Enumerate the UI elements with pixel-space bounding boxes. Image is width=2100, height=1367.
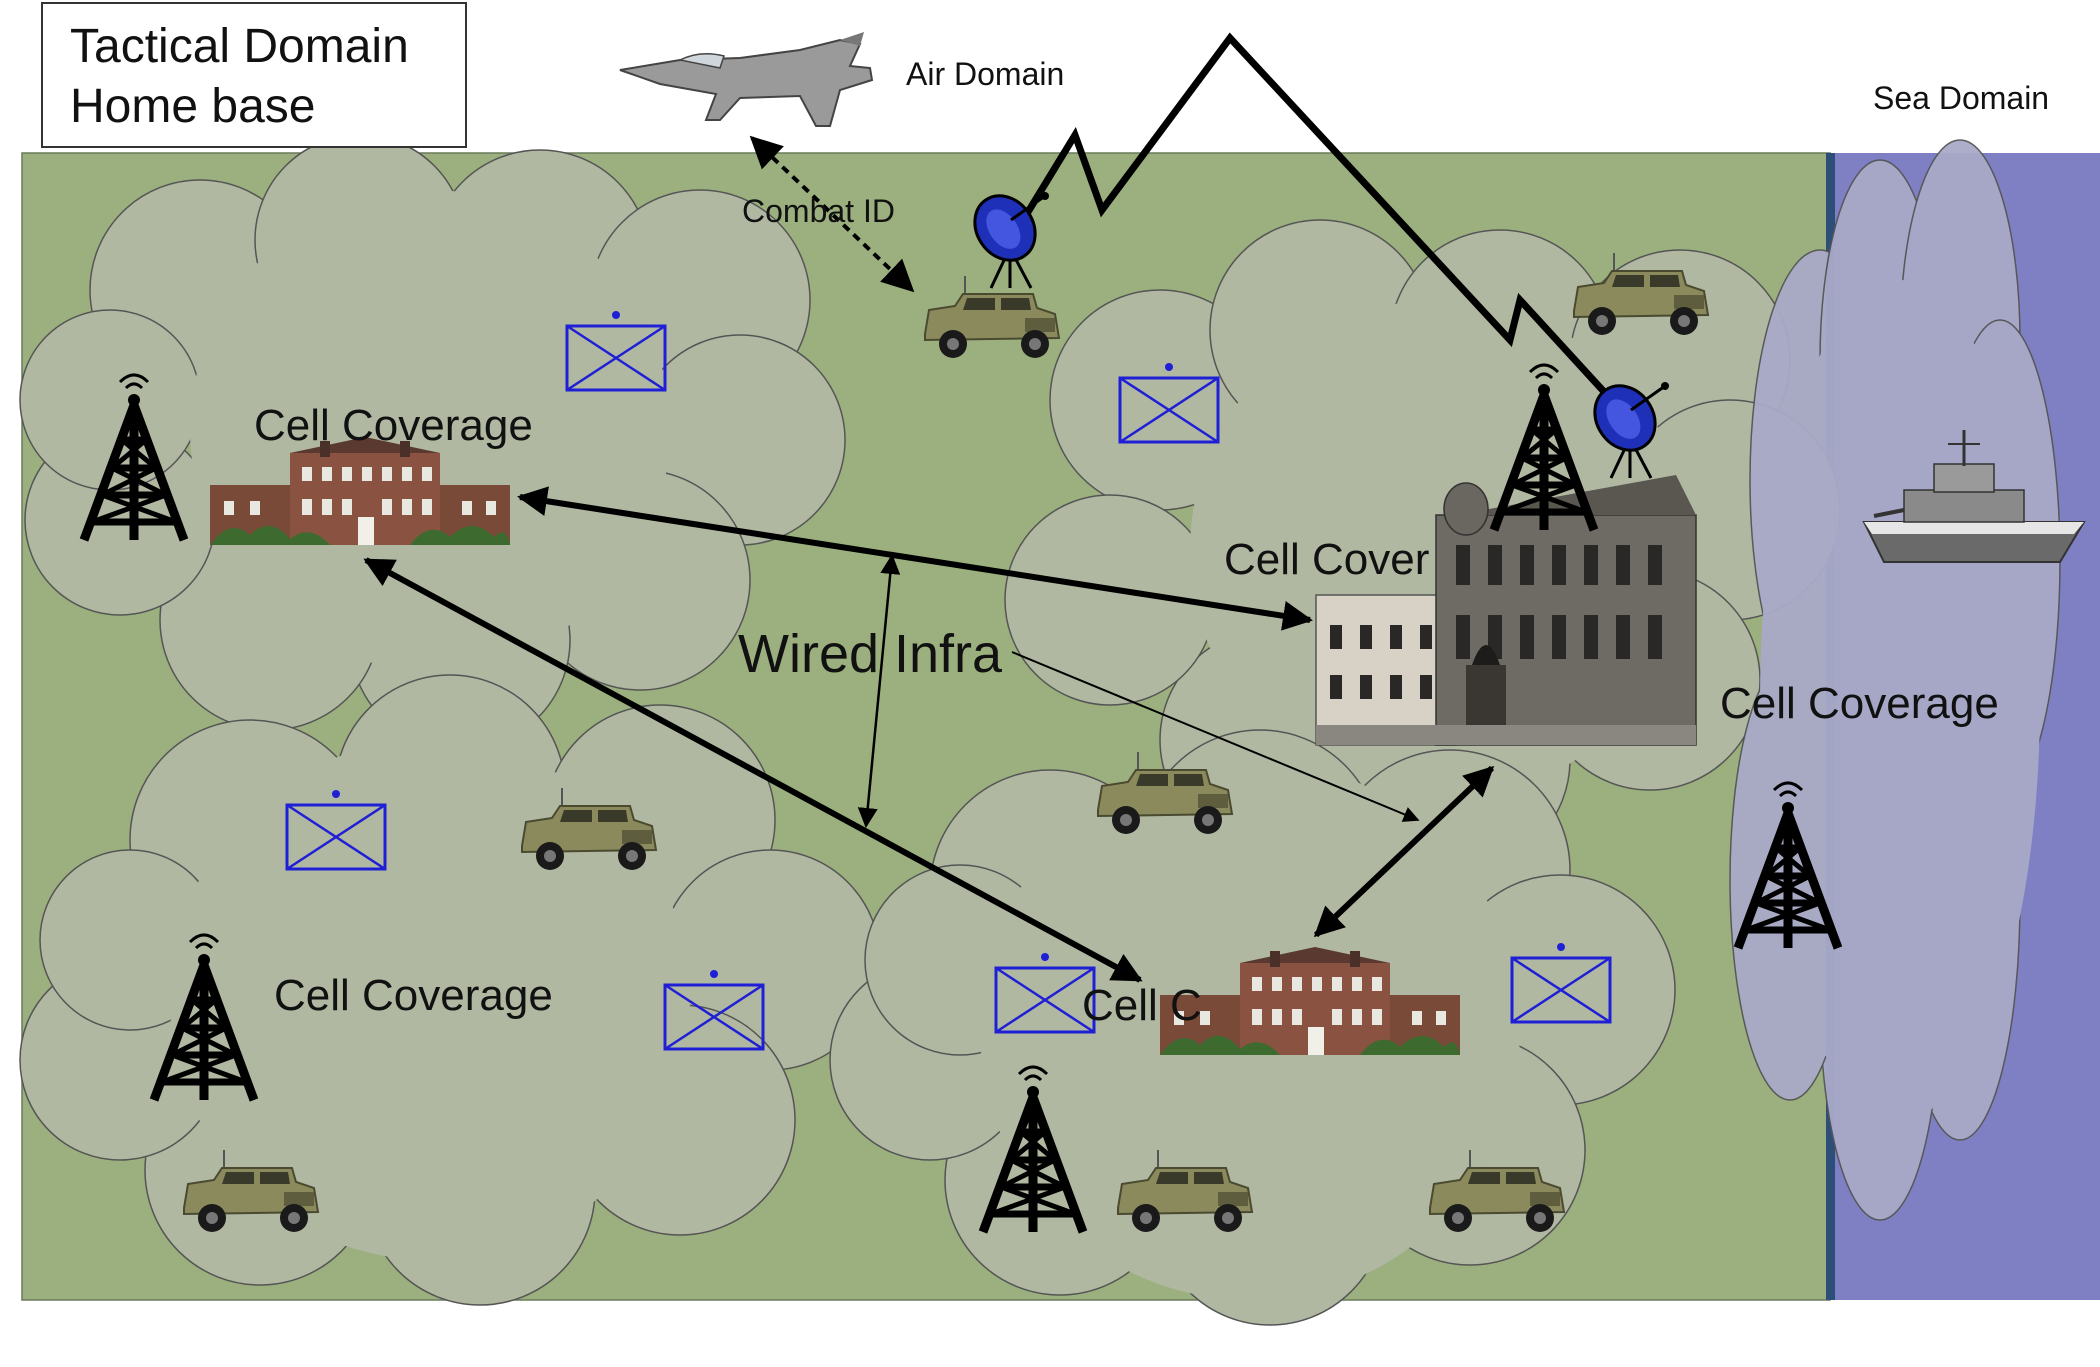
wired-infra-arrow <box>857 554 901 828</box>
title-line-1: Tactical Domain <box>70 20 409 73</box>
cell-coverage-label-5: Cell Coverage <box>1720 679 1999 728</box>
combat-id-link <box>749 135 915 293</box>
air-domain-label: Air Domain <box>906 56 1064 92</box>
satellite-link <box>1025 32 1610 398</box>
warship-icon <box>1862 430 2086 563</box>
title-line-2: Home base <box>70 80 315 133</box>
cell-coverage-label-1: Cell Coverage <box>254 401 533 450</box>
arrow-hq3-hq2 <box>1313 765 1495 938</box>
headquarters-building-icon-3 <box>1315 475 1697 746</box>
arrow-hq1-hq3 <box>517 486 1313 631</box>
sea-domain-label: Sea Domain <box>1873 80 2049 116</box>
combat-id-label: Combat ID <box>742 193 895 229</box>
title-box <box>41 2 467 148</box>
wired-infra-label: Wired Infra <box>738 624 1003 684</box>
cell-coverage-label-2: Cell Cover <box>1224 535 1429 584</box>
cell-coverage-label-3: Cell Coverage <box>274 971 553 1020</box>
cell-coverage-label-4: Cell C <box>1082 981 1202 1030</box>
arrow-hq1-hq2 <box>363 557 1143 983</box>
wired-infra-pointer <box>1011 651 1420 822</box>
fighter-jet-icon <box>619 32 874 127</box>
